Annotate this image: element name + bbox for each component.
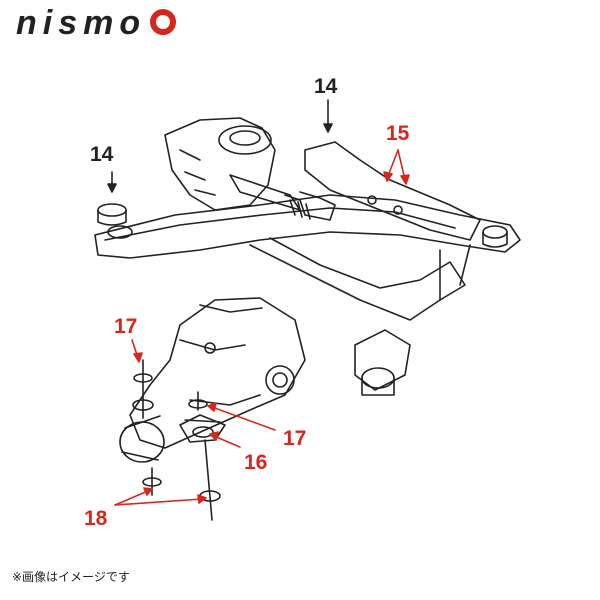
callout-17-left: 17 (114, 315, 138, 338)
callout-14-left: 14 (90, 143, 114, 166)
leaders-black (107, 99, 333, 193)
callout-16: 16 (244, 451, 268, 474)
callout-14-top: 14 (314, 75, 338, 98)
leaders-red (114, 149, 410, 506)
nismo-logo-accent (150, 9, 176, 35)
image-disclaimer-note: ※画像はイメージです (12, 570, 130, 584)
suspension-member (94, 117, 521, 396)
callout-15: 15 (386, 122, 410, 145)
callout-17-right: 17 (283, 427, 307, 450)
nismo-logo-text: nismo (16, 6, 146, 40)
differential (119, 297, 306, 463)
nismo-logo: nismo (16, 6, 176, 40)
callout-18: 18 (84, 507, 108, 530)
